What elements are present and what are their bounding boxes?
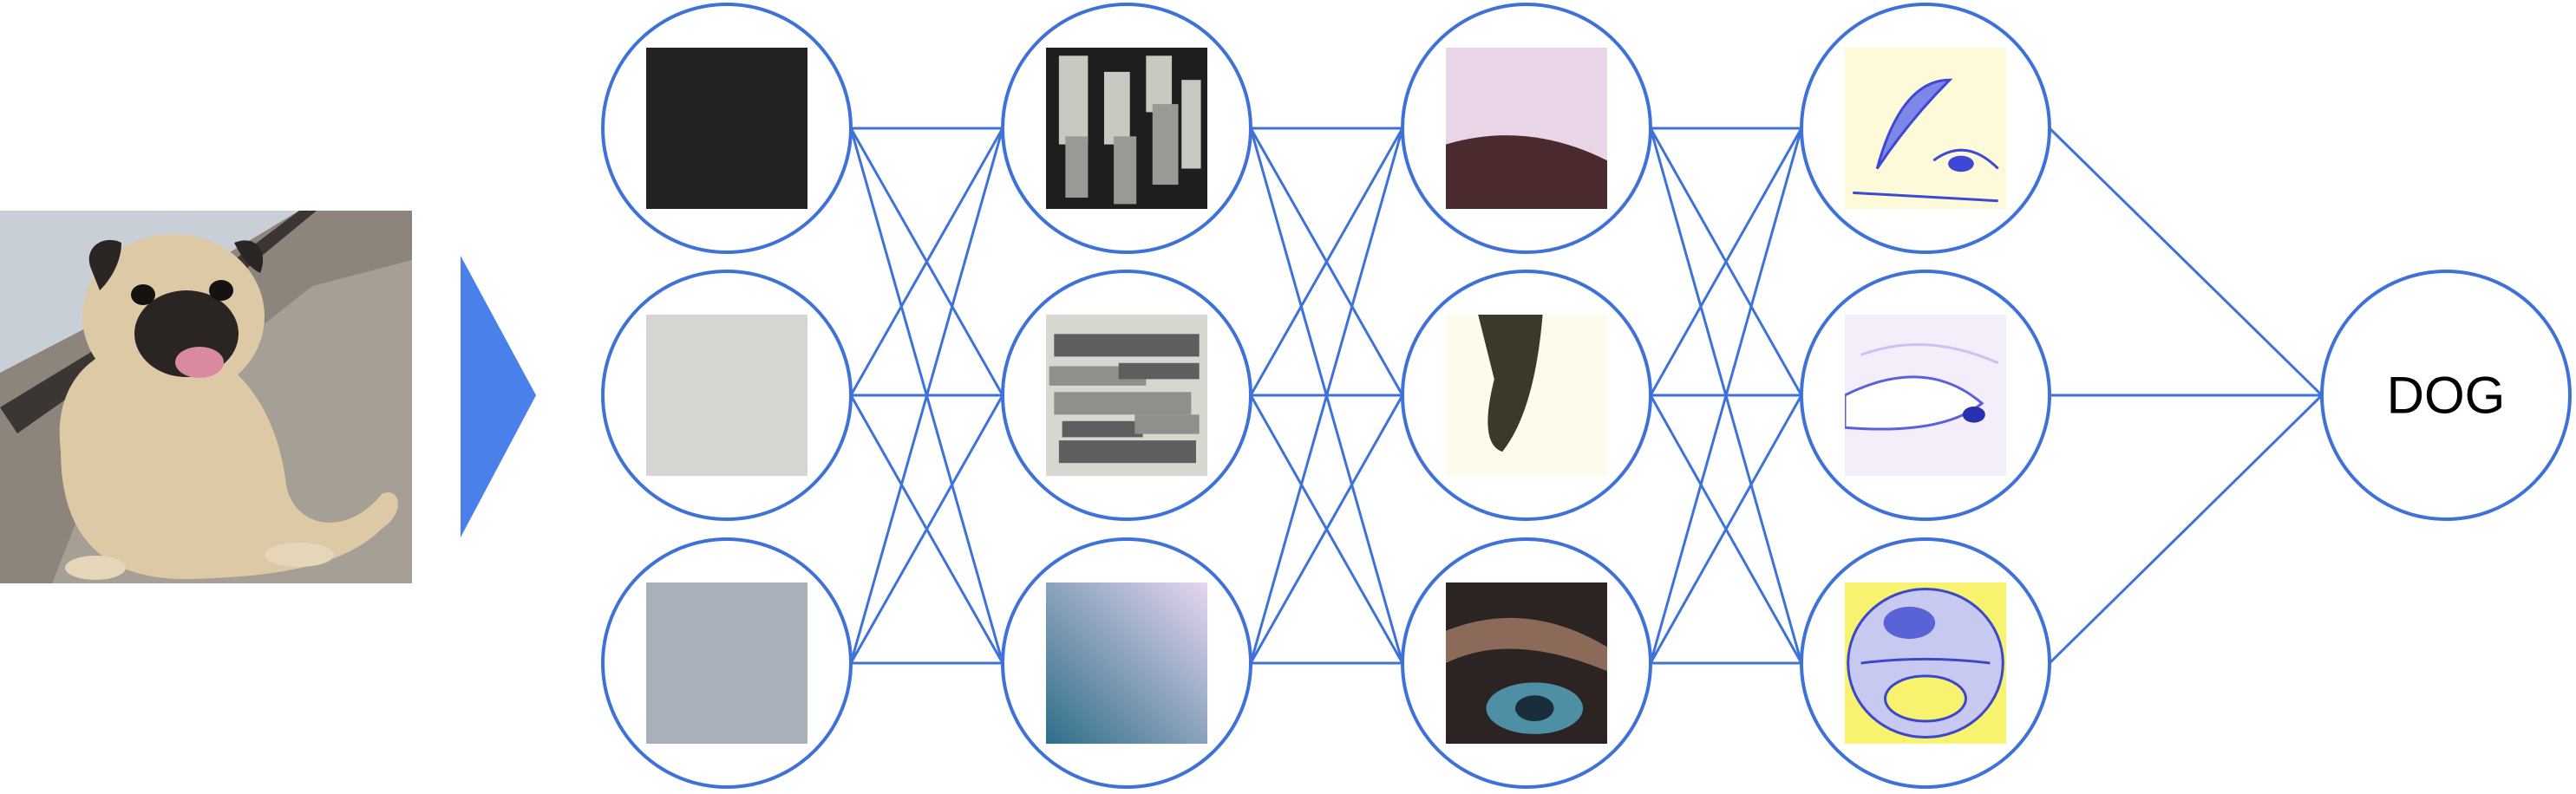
edge-l3n3-l4n2 [1649,394,1803,664]
node-layer-1-1 [601,3,853,254]
node-layer-3-1 [1401,3,1652,254]
network-connections [849,127,2324,665]
edge-l4n1-output [2048,127,2324,397]
edge-l1n2-l2n1 [849,127,1004,396]
feature-tile-solid-grey [646,582,807,744]
feature-tile-solid-light [646,315,807,476]
pug-back-paw [265,543,334,567]
feature-tile-blue-sketch-ear [1845,48,2006,209]
network-nodes [601,3,2051,789]
output-label: DOG [2387,367,2506,425]
pug-eye-left [131,284,155,305]
node-layer-4-2 [1800,270,2051,521]
node-layer-1-3 [601,537,853,789]
feature-tile-pink-dark-edge [1446,48,1607,209]
node-layer-4-1 [1800,3,2051,254]
feature-tile-gradient [1046,582,1207,744]
edge-l2n2-l3n1 [1249,127,1404,396]
pug-eye-right [209,280,233,301]
pug-tongue [175,347,224,378]
edge-l4n3-output [2048,394,2324,665]
node-layer-2-3 [1001,537,1252,789]
pug-ear-left [88,239,121,290]
pug-ear-right [234,240,264,273]
node-layer-3-3 [1401,537,1652,789]
node-layer-1-2 [601,270,853,521]
edge-l3n3-l4n1 [1649,127,1803,664]
pug-front-paw [65,556,126,580]
feature-tile-vertical-bars [1046,48,1207,209]
edge-l3n2-l4n1 [1649,127,1803,396]
feature-tile-blue-sketch-face [1845,582,2006,744]
edge-l1n3-l2n2 [849,394,1004,664]
feature-tile-blue-sketch-paw [1845,315,2006,476]
output-node: DOG [2320,270,2572,521]
output-node-circle [2320,270,2572,521]
feature-tile-eye-texture [1446,582,1607,744]
feature-tile-horizontal-bars [1046,315,1207,476]
node-layer-4-3 [1800,537,2051,789]
input-image-pug-photo [0,211,412,583]
node-layer-3-2 [1401,270,1652,521]
edge-l2n3-l3n2 [1249,394,1404,664]
forward-arrow-icon [461,256,536,537]
feature-tile-dark-curve [1446,315,1607,476]
edge-l1n3-l2n1 [849,127,1004,664]
edge-l2n3-l3n1 [1249,127,1404,664]
node-layer-2-2 [1001,270,1252,521]
pug-body [59,342,398,580]
feature-tile-solid-dark [646,48,807,209]
node-layer-2-1 [1001,3,1252,254]
